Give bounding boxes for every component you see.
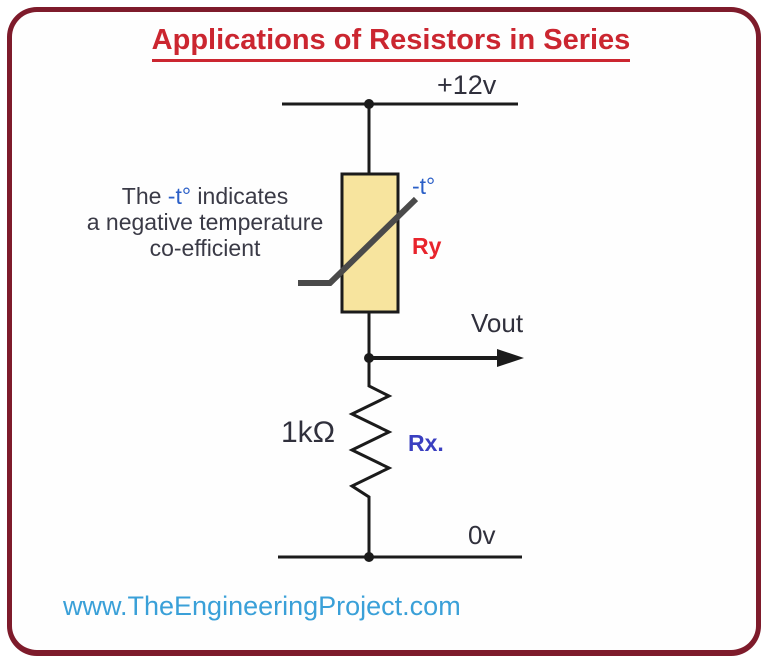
thermistor-diagonal-icon [298,196,419,286]
ground-junction-dot [364,552,374,562]
website-watermark: www.TheEngineeringProject.com [63,591,461,621]
note-suffix: indicates [191,183,289,209]
resistor-ref-label: Rx. [408,430,444,456]
supply-voltage-label: +12v [437,70,497,100]
rounded-border-frame [7,7,761,656]
vout-label: Vout [471,308,524,338]
thermistor-temp-label: -t° [412,173,436,199]
thermistor-ref-label: Ry [412,233,442,259]
page-title: Applications of Resistors in Series [151,24,631,62]
note-line-3: co-efficient [149,235,261,261]
note-line-1: The -t° indicates [50,183,360,209]
note-text: The -t° indicates a negative temperature… [50,183,360,261]
title-wrap: Applications of Resistors in Series [0,24,768,62]
note-highlight: -t° [167,183,192,209]
resistor-value-label: 1kΩ [281,416,336,449]
vout-arrowhead-icon [497,349,524,367]
ground-voltage-label: 0v [468,520,496,550]
resistor-zigzag [348,358,393,557]
note-line-2: a negative temperature [86,209,324,235]
note-prefix: The [121,183,168,209]
